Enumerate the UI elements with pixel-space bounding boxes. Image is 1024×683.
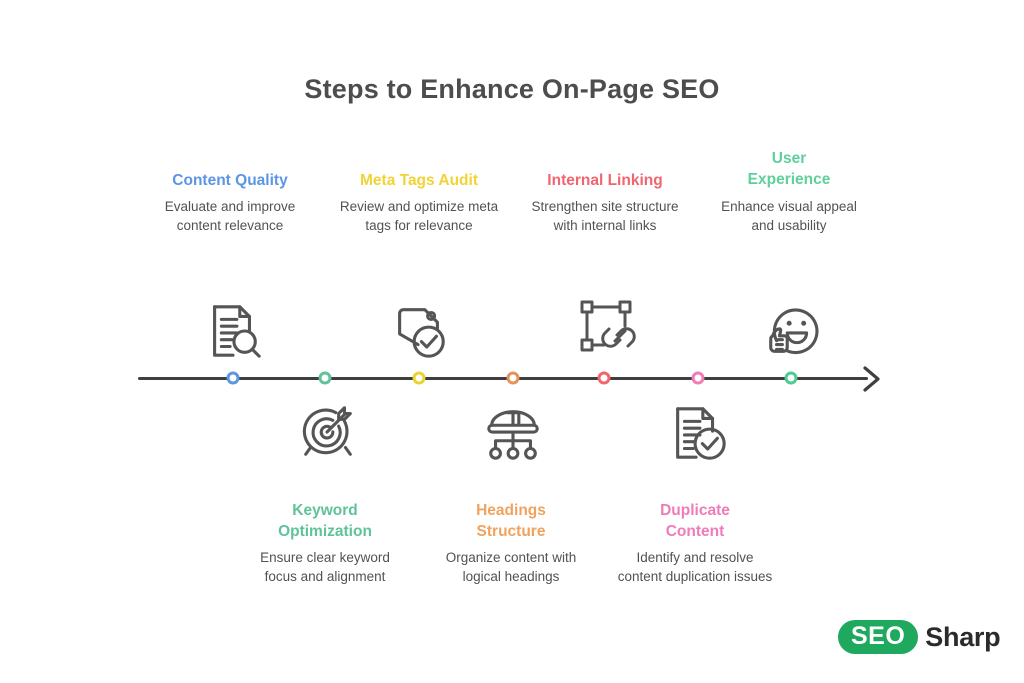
timeline-dot-duplicate-content[interactable] [691,371,705,385]
logo-wordmark: Sharp [925,621,1001,652]
timeline-dot-internal-linking[interactable] [597,371,611,385]
step-text-keyword-optimization: Keyword Optimization Ensure clear keywor… [245,500,405,586]
document-search-icon [196,298,270,364]
step-text-internal-linking: Internal Linking Strengthen site structu… [525,170,685,235]
timeline-axis [138,377,868,380]
timeline-dot-content-quality[interactable] [226,371,240,385]
step-desc-headings-structure: Organize content with logical headings [445,550,577,584]
step-title-duplicate-content: Duplicate Content [660,502,730,540]
hardhat-hierarchy-icon [476,400,550,466]
timeline-dot-user-experience[interactable] [784,371,798,385]
step-text-content-quality: Content Quality Evaluate and improve con… [150,170,310,235]
target-arrow-icon [291,398,365,464]
step-title-headings-structure: Headings Structure [476,502,546,540]
step-title-keyword-optimization: Keyword Optimization [278,502,372,540]
smiley-thumbsup-icon [757,298,831,364]
step-desc-user-experience: Enhance visual appeal and usability [721,199,857,233]
page-title: Steps to Enhance On-Page SEO [304,74,720,104]
step-desc-meta-tags-audit: Review and optimize meta tags for releva… [339,199,499,233]
timeline-dot-meta-tags-audit[interactable] [412,371,426,385]
logo-mark: SEO [838,620,919,654]
timeline-dot-keyword-optimization[interactable] [318,371,332,385]
step-desc-keyword-optimization: Ensure clear keyword focus and alignment [260,550,390,584]
frame-link-icon [571,295,645,361]
step-title-user-experience: User Experience [747,150,831,188]
step-desc-duplicate-content: Identify and resolve content duplication… [617,550,773,584]
timeline-dot-headings-structure[interactable] [506,371,520,385]
step-desc-content-quality: Evaluate and improve content relevance [164,199,296,233]
step-desc-internal-linking: Strengthen site structure with internal … [531,199,679,233]
brand-logo: SEO Sharp [838,620,1001,654]
step-title-content-quality: Content Quality [172,172,288,189]
step-text-user-experience: User Experience Enhance visual appeal an… [709,148,869,235]
tag-check-icon [382,298,456,364]
step-title-meta-tags-audit: Meta Tags Audit [360,172,478,189]
step-text-duplicate-content: Duplicate Content Identify and resolve c… [615,500,775,586]
document-check-icon [661,400,735,466]
arrow-right-icon [856,364,886,394]
step-title-internal-linking: Internal Linking [547,172,663,189]
step-text-meta-tags-audit: Meta Tags Audit Review and optimize meta… [339,170,499,235]
step-text-headings-structure: Headings Structure Organize content with… [431,500,591,586]
